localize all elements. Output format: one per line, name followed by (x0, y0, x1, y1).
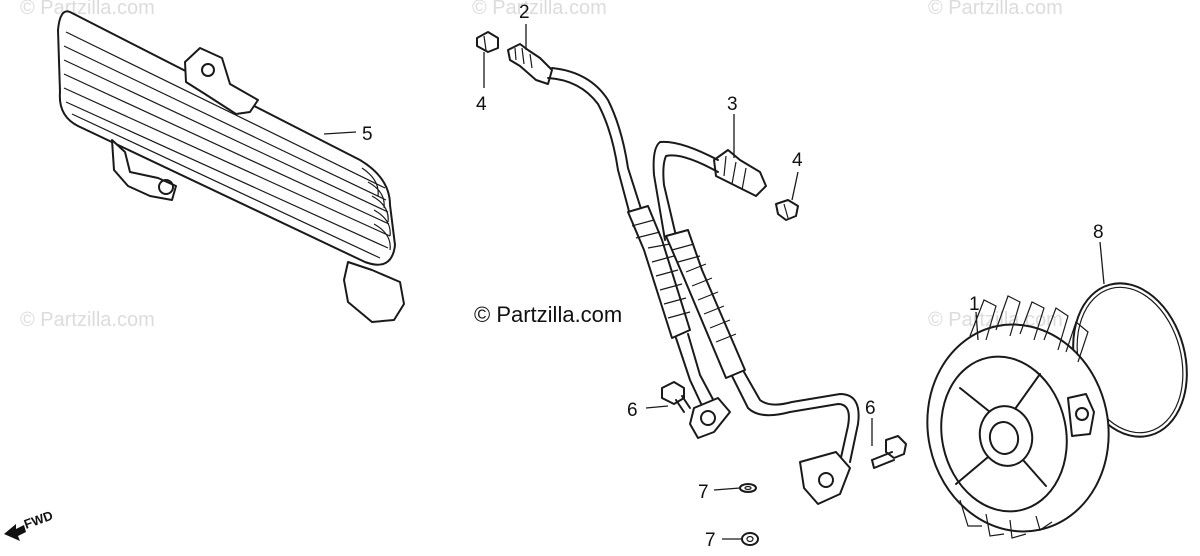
leader-1 (975, 311, 979, 341)
hose-bolt-left (661, 381, 691, 413)
leader-6a (645, 405, 669, 409)
union-bolt-top (476, 31, 499, 53)
leader-8 (1099, 241, 1105, 285)
callout-6a: 6 (627, 400, 638, 421)
callout-8: 8 (1093, 222, 1104, 243)
callout-3: 3 (727, 94, 738, 115)
callout-5: 5 (362, 124, 373, 145)
fwd-arrow-icon (4, 524, 26, 541)
oil-cooler (57, 10, 405, 323)
callout-1: 1 (969, 294, 980, 315)
watermark-mid-left: © Partzilla.com (20, 309, 155, 331)
callout-7b: 7 (705, 530, 716, 551)
leader-5 (323, 131, 357, 135)
copyright-label: © Partzilla.com (474, 302, 622, 327)
washer-upper (739, 483, 757, 493)
oil-filter-cover (926, 295, 1110, 539)
hose-bolt-right (871, 435, 907, 469)
callout-4a: 4 (476, 94, 487, 115)
union-bolt-right (775, 199, 799, 221)
washer-lower (741, 532, 759, 546)
callout-2: 2 (519, 2, 530, 23)
callout-6b: 6 (865, 398, 876, 419)
callout-4b: 4 (792, 150, 803, 171)
callout-7a: 7 (698, 482, 709, 503)
watermark-top-right: © Partzilla.com (928, 0, 1063, 19)
watermark-top-center: © Partzilla.com (472, 0, 607, 19)
leader-4b (791, 171, 799, 201)
oil-hose-upper (507, 43, 731, 439)
watermark-top-left: © Partzilla.com (20, 0, 155, 19)
oil-hose-lower (652, 140, 860, 505)
fwd-label: FWD (22, 508, 55, 532)
leader-7a (713, 487, 741, 491)
